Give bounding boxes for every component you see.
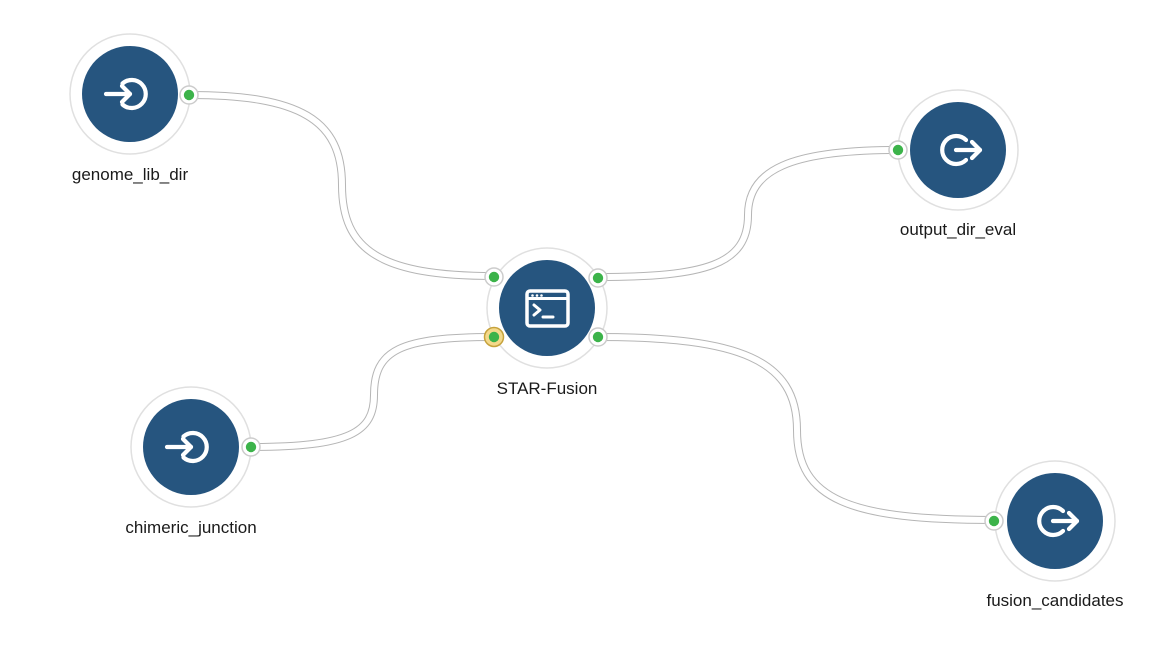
node-label: fusion_candidates [986,591,1123,610]
output-port-output_dir_eval[interactable] [588,268,608,288]
input-port-genome_lib_dir[interactable] [484,267,504,287]
output-port-fusion_candidates[interactable] [588,327,608,347]
edge-genome_lib_dir-to-star-fusion[interactable] [186,91,498,280]
node-core [499,260,595,356]
input-port-chimeric_junction[interactable] [483,326,505,348]
input-arrow-icon [164,430,209,464]
node-label: STAR-Fusion [497,379,598,398]
output-port[interactable] [179,85,199,105]
input-port[interactable] [888,140,908,160]
node-fusion_candidates[interactable]: fusion_candidates [984,460,1124,610]
node-label: chimeric_junction [125,518,256,537]
node-genome_lib_dir[interactable]: genome_lib_dir [69,33,199,184]
edge-star-fusion-to-fusion_candidates[interactable] [594,333,998,524]
output-arrow-icon [940,133,983,167]
edge-chimeric_junction-to-star-fusion[interactable] [247,333,498,451]
edge-star-fusion-to-output_dir_eval[interactable] [594,146,902,281]
output-port[interactable] [241,437,261,457]
edges [186,91,998,524]
node-label: genome_lib_dir [72,165,189,184]
input-arrow-icon [103,77,148,111]
node-label: output_dir_eval [900,220,1016,239]
output-arrow-icon [1037,504,1080,538]
terminal-window-icon [525,289,570,328]
input-port[interactable] [984,511,1004,531]
node-chimeric_junction[interactable]: chimeric_junction [125,386,261,537]
node-star-fusion[interactable]: STAR-Fusion [483,247,608,398]
node-output_dir_eval[interactable]: output_dir_eval [888,89,1019,239]
